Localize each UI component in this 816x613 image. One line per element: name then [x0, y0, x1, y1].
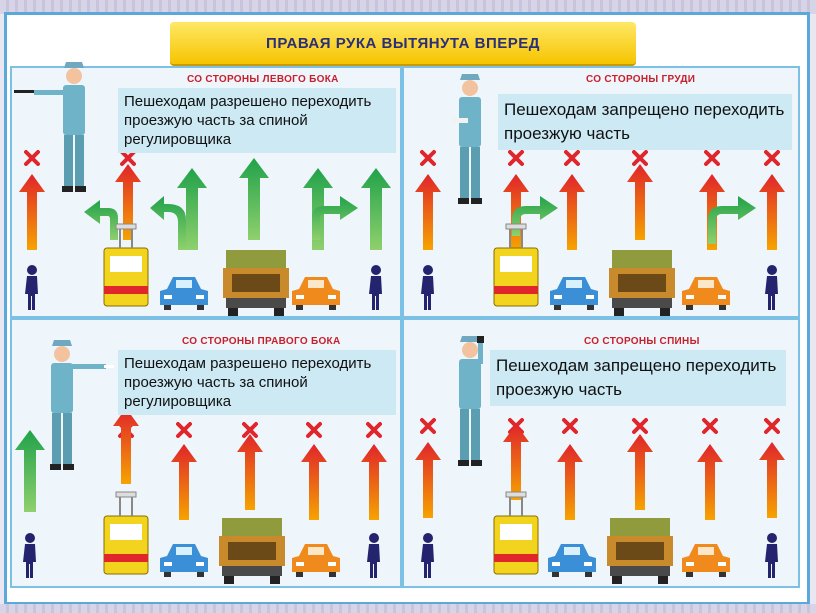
- pedestrian-note-panel2: Пешеходам запрещено переходить проезжую …: [498, 94, 792, 150]
- pedestrian-note-panel3: Пешеходам разрешено переходить проезжую …: [118, 350, 396, 415]
- bottom-border: [0, 604, 816, 613]
- pedestrian-note-panel1: Пешеходам разрешено переходить проезжую …: [118, 88, 396, 153]
- pedestrian-note-panel4: Пешеходам запрещено переходить проезжую …: [490, 350, 786, 406]
